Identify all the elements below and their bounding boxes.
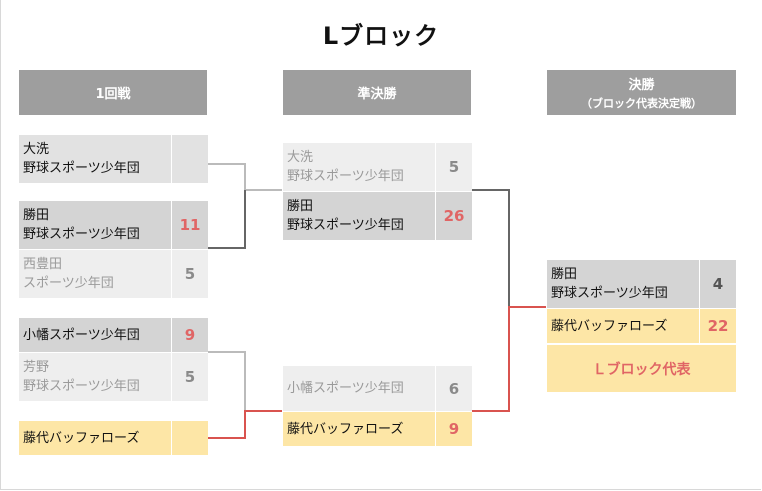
team-name-line1: 小幡スポーツ少年団	[287, 381, 404, 396]
team-name-line2: スポーツ少年団	[23, 276, 114, 291]
team-name-line1: 西豊田	[23, 257, 63, 272]
team-name: 西豊田 スポーツ少年団	[19, 250, 171, 298]
final-team-fujishiro: 藤代バッファローズ 22	[547, 309, 736, 343]
r1-katsuta-line	[208, 190, 246, 249]
final-team-katsuta: 勝田 野球スポーツ少年団 4	[547, 260, 736, 308]
team-name: 勝田 野球スポーツ少年団	[19, 201, 171, 249]
team-name-line2: 野球スポーツ少年団	[287, 169, 404, 184]
team-name-line2: 野球スポーツ少年団	[287, 218, 404, 233]
r1-team-oarai: 大洗 野球スポーツ少年団	[19, 135, 208, 183]
semi-header-label: 準決勝	[357, 87, 397, 102]
r1-yoshino-line	[208, 351, 246, 411]
r1-team-katsuta: 勝田 野球スポーツ少年団 11	[19, 201, 208, 249]
team-score: 9	[172, 318, 208, 352]
team-score	[172, 421, 208, 455]
team-name: 小幡スポーツ少年団	[19, 318, 171, 352]
round1-header: 1回戦	[19, 70, 207, 115]
team-name: 藤代バッファローズ	[547, 309, 699, 343]
team-name: 大洗 野球スポーツ少年団	[283, 143, 435, 191]
team-score: 5	[436, 143, 472, 191]
team-score: 22	[700, 309, 736, 343]
team-score	[172, 135, 208, 183]
team-name-line2: 野球スポーツ少年団	[23, 379, 140, 394]
team-name-line1: 勝田	[551, 267, 578, 282]
semi-team-oarai: 大洗 野球スポーツ少年団 5	[283, 143, 472, 191]
team-name: 勝田 野球スポーツ少年団	[547, 260, 699, 308]
r1-team-nishitoyoda: 西豊田 スポーツ少年団 5	[19, 250, 208, 298]
r1-fujishiro-line	[208, 410, 282, 439]
team-name-line1: 大洗	[287, 150, 314, 165]
team-name-line2: 野球スポーツ少年団	[23, 227, 140, 242]
team-name-line1: 小幡スポーツ少年団	[23, 327, 140, 343]
team-score: 9	[436, 412, 472, 446]
team-name: 藤代バッファローズ	[283, 412, 435, 446]
r1-oarai-line	[208, 163, 282, 191]
team-score: 6	[436, 366, 472, 411]
semi-katsuta-line	[472, 189, 510, 307]
final-header-sublabel: （ブロック代表決定戦）	[581, 97, 702, 110]
team-name-line1: 藤代バッファローズ	[287, 421, 404, 437]
team-name-line2: 野球スポーツ少年団	[23, 161, 140, 176]
final-header-label: 決勝	[628, 78, 655, 93]
final-header: 決勝 （ブロック代表決定戦）	[547, 70, 736, 115]
semi-team-katsuta: 勝田 野球スポーツ少年団 26	[283, 192, 472, 240]
r1-team-fujishiro: 藤代バッファローズ	[19, 421, 208, 455]
team-score: 26	[436, 192, 472, 240]
team-name-line1: 藤代バッファローズ	[23, 430, 140, 446]
team-name: 芳野 野球スポーツ少年団	[19, 353, 171, 401]
team-score: 4	[700, 260, 736, 308]
team-name: 勝田 野球スポーツ少年団	[283, 192, 435, 240]
semi-team-fujishiro: 藤代バッファローズ 9	[283, 412, 472, 446]
team-name: 小幡スポーツ少年団	[283, 366, 435, 411]
page-title: Lブロック	[322, 22, 440, 50]
team-name: 大洗 野球スポーツ少年団	[19, 135, 171, 183]
team-score: 5	[172, 353, 208, 401]
team-score: 5	[172, 250, 208, 298]
team-name-line1: 藤代バッファローズ	[551, 318, 668, 334]
r1-team-obata: 小幡スポーツ少年団 9	[19, 318, 208, 352]
team-name: 藤代バッファローズ	[19, 421, 171, 455]
team-score: 11	[172, 201, 208, 249]
semi-header: 準決勝	[283, 70, 471, 115]
team-name-line1: 芳野	[23, 360, 50, 375]
semi-team-obata: 小幡スポーツ少年団 6	[283, 366, 472, 411]
team-name-line1: 勝田	[23, 208, 50, 223]
block-representative-label: Ｌブロック代表	[547, 345, 736, 392]
round1-header-label: 1回戦	[95, 87, 131, 102]
r1-team-yoshino: 芳野 野球スポーツ少年団 5	[19, 353, 208, 401]
team-name-line1: 勝田	[287, 199, 314, 214]
semi-fujishiro-line	[472, 306, 546, 412]
team-name-line1: 大洗	[23, 142, 50, 157]
team-name-line2: 野球スポーツ少年団	[551, 286, 668, 301]
